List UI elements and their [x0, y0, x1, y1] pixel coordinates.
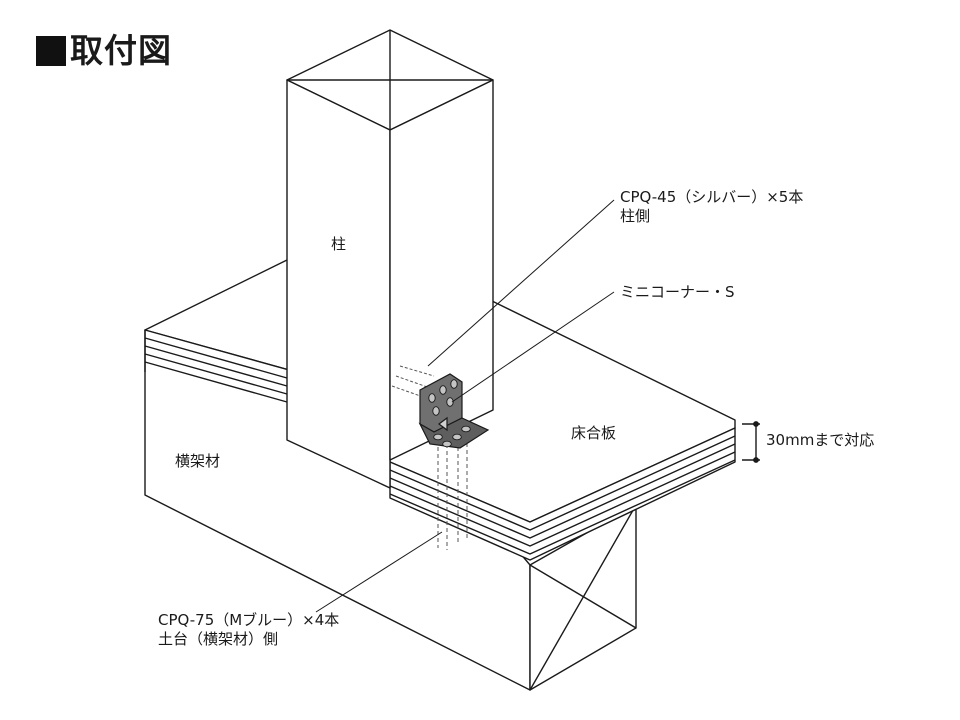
bracket-hole [450, 379, 458, 389]
floor-layer-left [144, 337, 288, 379]
floor-layer-right [389, 435, 736, 531]
mini-corner-bracket [418, 373, 490, 449]
floor-layer-right [389, 451, 736, 547]
post-right-face [389, 79, 494, 461]
floor-board-edge [389, 427, 736, 561]
floor-layer-left [144, 353, 288, 395]
label-bracket: ミニコーナー・S [620, 283, 735, 301]
label-beam: 横架材 [175, 452, 221, 470]
bracket-hole [428, 393, 436, 403]
thickness-indicator [742, 421, 760, 463]
floor-layer-left [144, 361, 288, 403]
label-screw-post-line2: 柱側 [620, 207, 651, 225]
label-thickness-note: 30mmまで対応 [766, 431, 875, 449]
label-floor-board: 床合板 [571, 424, 617, 442]
floor-layer-right [389, 459, 736, 555]
title-bullet-square [36, 36, 66, 66]
leader-screw-post [427, 199, 615, 367]
page-title: 取付図 [36, 33, 172, 69]
label-screw-post-line1: CPQ-45（シルバー）×5本 [620, 188, 804, 206]
bracket-horizontal-plate [418, 417, 490, 449]
bracket-hole [461, 425, 471, 433]
bracket-hole [452, 433, 462, 441]
bracket-hole [439, 385, 447, 395]
bracket-hole [432, 406, 440, 416]
label-screw-beam: CPQ-75（Mブルー）×4本 土台（横架材）側 [158, 611, 339, 649]
title-text: 取付図 [70, 31, 172, 70]
beam-screw-guides [437, 436, 468, 550]
leader-bracket [451, 291, 615, 403]
leader-screw-beam [315, 531, 443, 613]
bracket-rib [438, 416, 448, 432]
beam-end-diagonal [529, 504, 637, 691]
bracket-hole [442, 440, 452, 448]
label-screw-beam-line2: 土台（横架材）側 [158, 630, 279, 648]
bracket-hole [446, 397, 454, 407]
label-post: 柱 [331, 235, 347, 253]
bracket-hole [433, 433, 443, 441]
floor-layer-left [144, 345, 288, 387]
floor-layer-right [389, 443, 736, 539]
post-left-face [286, 79, 391, 489]
label-screw-post: CPQ-45（シルバー）×5本 柱側 [620, 188, 803, 226]
label-screw-beam-line1: CPQ-75（Mブルー）×4本 [158, 611, 340, 629]
